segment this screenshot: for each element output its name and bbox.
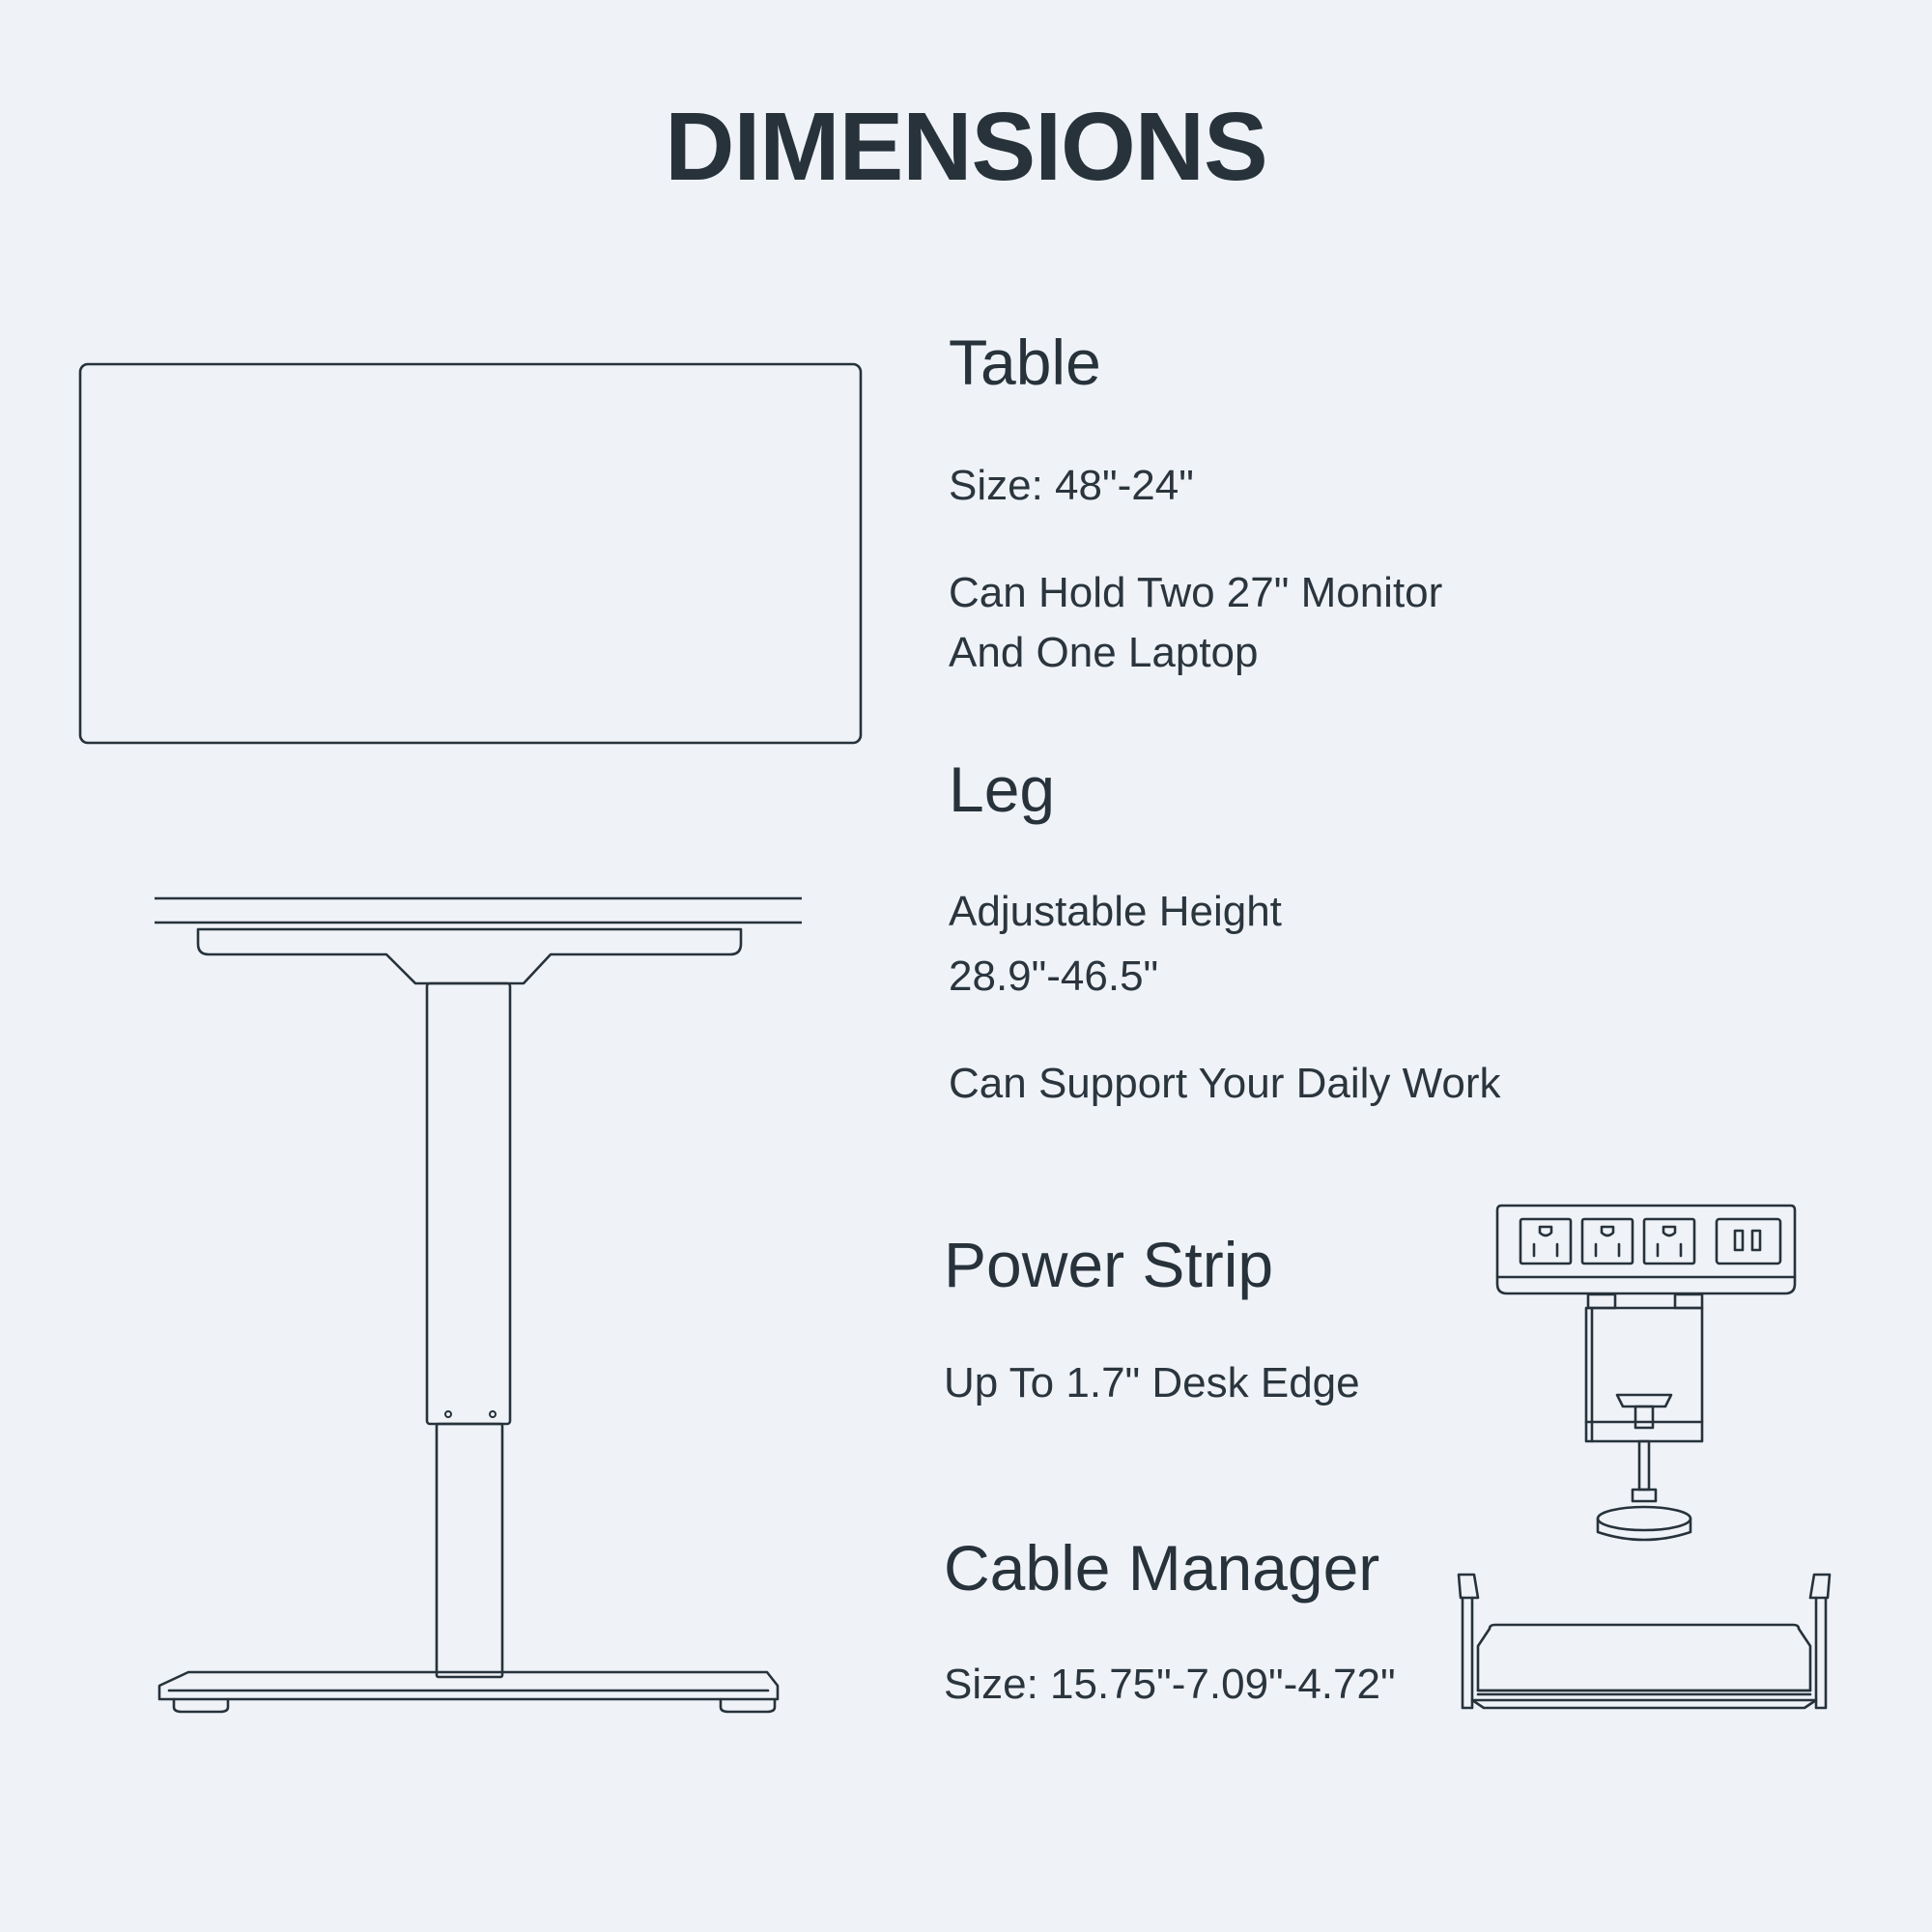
leg-height-label: Adjustable Height — [949, 888, 1282, 935]
desk-leg-icon — [155, 894, 802, 1719]
page-title: DIMENSIONS — [665, 93, 1267, 201]
cable-manager-size: Size: 15.75"-7.09"-4.72" — [944, 1661, 1396, 1708]
table-note-line-2: And One Laptop — [949, 629, 1259, 676]
leg-note: Can Support Your Daily Work — [949, 1060, 1501, 1107]
power-strip-heading: Power Strip — [944, 1229, 1274, 1300]
table-heading: Table — [949, 327, 1101, 398]
leg-heading: Leg — [949, 753, 1056, 825]
table-size: Size: 48"-24" — [949, 462, 1194, 509]
table-note-line-1: Can Hold Two 27" Monitor — [949, 569, 1443, 616]
power-strip-clamp-icon — [1492, 1202, 1801, 1549]
leg-height-value: 28.9"-46.5" — [949, 952, 1159, 1000]
cable-tray-icon — [1449, 1567, 1839, 1712]
desktop-top-icon — [77, 361, 866, 748]
cable-manager-heading: Cable Manager — [944, 1532, 1380, 1604]
power-strip-note: Up To 1.7" Desk Edge — [944, 1359, 1360, 1406]
